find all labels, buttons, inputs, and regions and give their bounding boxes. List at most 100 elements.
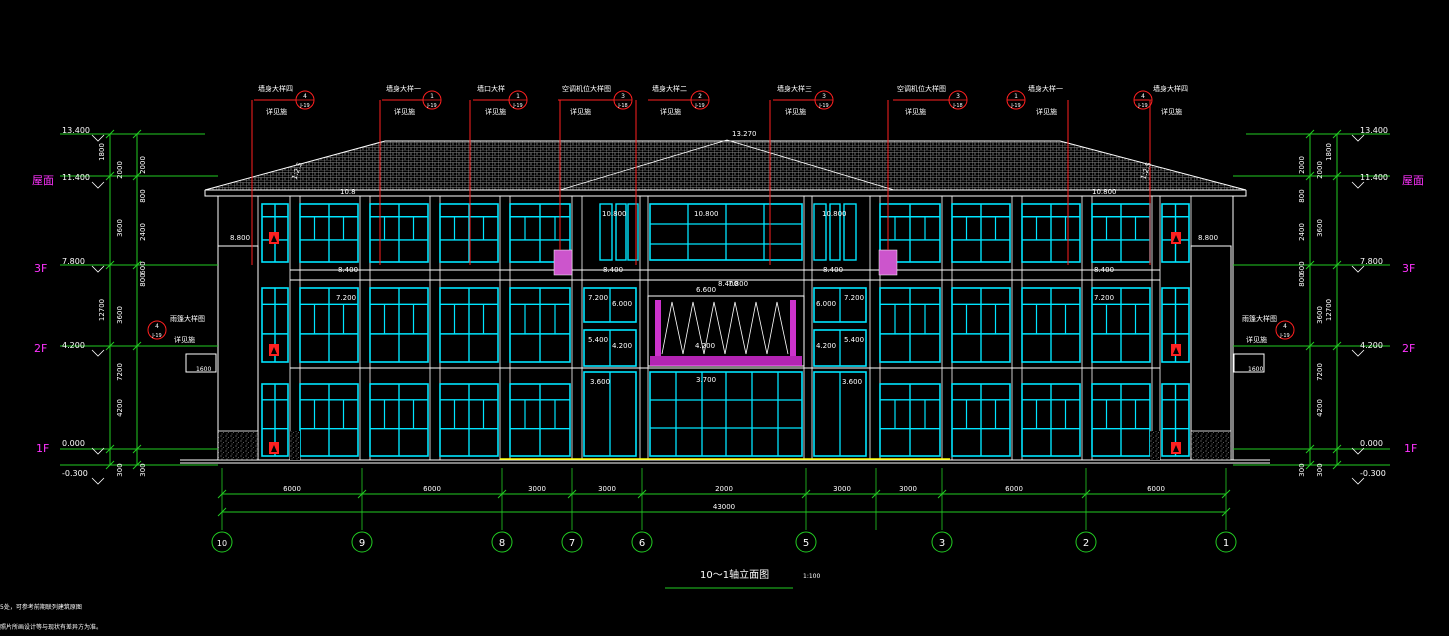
- floor-label-2f-right: 2F: [1402, 342, 1415, 355]
- level-value-left: -0.300: [62, 469, 88, 478]
- elevation-mark-f3_a: 10.800: [602, 210, 627, 218]
- axis-label: 1: [1223, 538, 1229, 549]
- canopy-ref: 详见施: [1246, 335, 1267, 344]
- roof: [204, 139, 1247, 197]
- elevation-mark-f3_b: 10.800: [694, 210, 719, 218]
- callout-title: 空调机位大样图: [562, 84, 611, 93]
- hdim-segment: 6000: [1147, 485, 1165, 493]
- window-grid: [261, 203, 1190, 457]
- entrance: [647, 295, 805, 367]
- vdim-left-inner: 600: [139, 261, 147, 274]
- callout-ref: 详见施: [785, 107, 806, 116]
- vdim-left-inner: 800: [139, 189, 147, 202]
- canopy-num: 4: [155, 323, 159, 330]
- axis-label: 5: [803, 538, 809, 549]
- canopy-title: 雨篷大样图: [170, 314, 205, 323]
- hdim-segment: 3000: [899, 485, 917, 493]
- callout-ref: 详见施: [1036, 107, 1057, 116]
- vdim-left-outer: 7200: [116, 363, 124, 381]
- canopy-ref: 详见施: [174, 335, 195, 344]
- elevation-mark-f3_h: 8.400: [718, 280, 738, 288]
- callout-title: 墙身大样三: [777, 84, 812, 93]
- canopy-title: 雨篷大样图: [1242, 314, 1277, 323]
- callout-title: 墙身大样二: [652, 84, 687, 93]
- vdim-right-inner: 2000: [1298, 156, 1306, 174]
- level-value-right: 11.400: [1360, 173, 1388, 182]
- callout-sheet: J-18: [617, 103, 627, 109]
- floor-label-3f: 3F: [34, 262, 47, 275]
- elevation-mark-f2_h: 7.800: [728, 280, 748, 288]
- drawing-title-block: 10～1轴立面图 1:100 5处，可参考前期联列建筑原图 照片所画设计等与现状…: [0, 568, 820, 631]
- elevation-mark-f2_k: 4.200: [612, 342, 632, 350]
- level-value-left: 11.400: [62, 173, 90, 182]
- floor-label-roof: 屋面: [32, 174, 54, 187]
- callout-ref: 详见施: [1161, 107, 1182, 116]
- axis-label: 7: [569, 538, 575, 549]
- vdim-left-inner: 2000: [139, 156, 147, 174]
- axis-label: 3: [939, 538, 945, 549]
- callout-title: 墙身大样四: [258, 84, 293, 93]
- axis-bubble: [1075, 531, 1097, 553]
- axis-label: 10: [217, 539, 227, 548]
- callout-ref: 详见施: [905, 107, 926, 116]
- callout-title: 墙口大样: [477, 84, 505, 93]
- level-value-right: 7.800: [1360, 257, 1383, 266]
- hdim-segment: 3000: [598, 485, 616, 493]
- canopy-dim: 1600: [196, 366, 211, 373]
- level-value-right: 0.000: [1360, 439, 1383, 448]
- elevation-mark-f2_l: 4.200: [816, 342, 836, 350]
- callout-num: 1: [516, 93, 520, 100]
- floor-label-1f: 1F: [36, 442, 49, 455]
- floor-label-roof-right: 屋面: [1402, 174, 1424, 187]
- elevation-mark-f1_b: 3.600: [842, 378, 862, 386]
- elevation-mark-f3_d: 8.400: [603, 266, 623, 274]
- callout-sheet: J-19: [426, 103, 436, 109]
- floor-label-1f-right: 1F: [1404, 442, 1417, 455]
- axis-bubble: [931, 531, 953, 553]
- vdim-left-outer: 3600: [116, 219, 124, 237]
- callout-num: 3: [956, 93, 960, 100]
- vdim-right-outer: 3600: [1316, 306, 1324, 324]
- axis-bubble: [561, 531, 583, 553]
- vdim-right-outer: 3600: [1316, 219, 1324, 237]
- callout-sheet: J-19: [1010, 103, 1020, 109]
- elevation-mark-eave_left: 10.8: [340, 188, 356, 196]
- note-line-1: 5处，可参考前期联列建筑原图: [0, 603, 82, 611]
- ground-hatch: [217, 430, 1232, 461]
- hdim-total: 43000: [713, 503, 735, 511]
- axis-label: 2: [1083, 538, 1089, 549]
- building-body: [180, 195, 1270, 464]
- floor-label-3f-right: 3F: [1402, 262, 1415, 275]
- red-markers: [269, 232, 1181, 454]
- elevation-mark-f3_c: 10.800: [822, 210, 847, 218]
- vdim-left-outer: 1800: [98, 143, 106, 161]
- callout-sheet: J-19: [299, 103, 309, 109]
- drawing-title: 10～1轴立面图: [700, 568, 769, 581]
- elevation-mark-f1_a: 3.600: [590, 378, 610, 386]
- vdim-left-outer: 12700: [98, 299, 106, 321]
- drawing-scale: 1:100: [803, 573, 820, 580]
- vdim-right-inner: 800: [1298, 273, 1306, 286]
- level-value-right: -0.300: [1360, 469, 1386, 478]
- callout-sheet: J-18: [952, 103, 962, 109]
- vdim-right-inner: 600: [1298, 261, 1306, 274]
- note-line-2: 照片所画设计等与现状有差异方为准。: [0, 623, 102, 631]
- level-value-left: 7.800: [62, 257, 85, 266]
- canopy-num: 4: [1283, 323, 1287, 330]
- axis-bubble: [211, 531, 233, 553]
